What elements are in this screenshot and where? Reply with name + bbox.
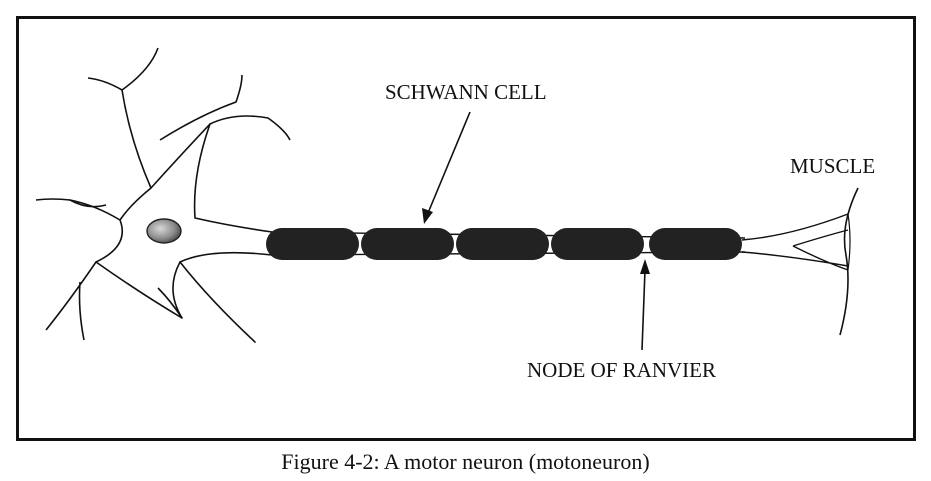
dendrite xyxy=(87,47,159,91)
dendrite xyxy=(35,198,107,208)
dendrite xyxy=(159,74,243,141)
muscle-fiber xyxy=(847,213,851,271)
node-of-ranvier-label: NODE OF RANVIER xyxy=(527,358,716,382)
schwann-cell-arrowhead xyxy=(422,208,433,224)
muscle-label: MUSCLE xyxy=(790,154,875,178)
node-of-ranvier-pointer xyxy=(641,269,646,351)
node-of-ranvier-arrowhead xyxy=(640,259,650,274)
schwann-cell-segment xyxy=(649,228,742,260)
figure-caption: Figure 4-2: A motor neuron (motoneuron) xyxy=(281,449,650,474)
figure-frame xyxy=(16,16,916,441)
muscle-fiber xyxy=(839,187,859,336)
axon-terminal xyxy=(741,213,849,271)
schwann-cell-segment xyxy=(456,228,549,260)
schwann-cell-pointer xyxy=(427,111,471,214)
schwann-cell-segment xyxy=(266,228,359,260)
dendrite xyxy=(209,115,291,141)
dendrite xyxy=(157,287,183,319)
cell-body-outline xyxy=(69,89,273,343)
schwann-cell-segment xyxy=(551,228,644,260)
nucleus xyxy=(146,218,182,244)
dendrite xyxy=(45,261,97,341)
schwann-cell-label: SCHWANN CELL xyxy=(385,80,547,104)
schwann-cell-segment xyxy=(361,228,454,260)
